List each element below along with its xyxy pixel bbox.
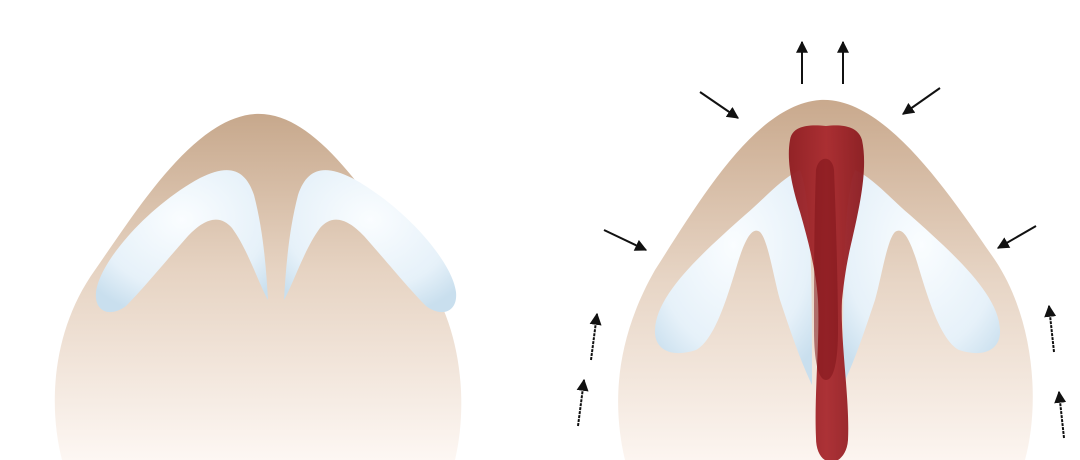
figure-canvas [8,16,1080,460]
figure-panel [8,16,1080,460]
columellar-strut-core [814,159,838,380]
